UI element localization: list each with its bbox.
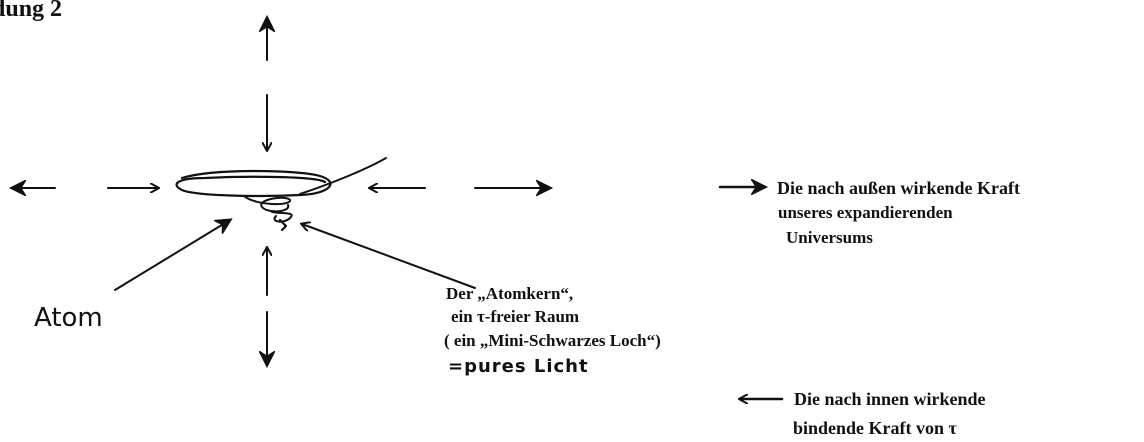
nucleus-line-3: ( ein „Mini-Schwarzes Loch“) <box>444 331 661 350</box>
nucleus-pointer-arrow <box>302 224 476 289</box>
nucleus-line-1: Der „Atomkern“, <box>446 284 573 303</box>
atom-swirl <box>175 157 387 232</box>
atom-pointer-arrow <box>114 220 230 291</box>
legend-inward-line-1: Die nach innen wirkende <box>794 389 986 409</box>
nucleus-line-2: ein τ-freier Raum <box>451 307 579 326</box>
atom-label: Atom <box>34 303 103 333</box>
legend-outward-line-2: unseres expandierenden <box>778 203 953 222</box>
nucleus-line-4: =pures Licht <box>448 356 589 377</box>
legend-outward-line-3: Universums <box>786 228 873 247</box>
legend-outward-line-1: Die nach außen wirkende Kraft <box>777 178 1020 198</box>
heading-fragment: dung 2 <box>0 0 62 22</box>
legend-inward-line-2: bindende Kraft von τ <box>793 418 958 438</box>
